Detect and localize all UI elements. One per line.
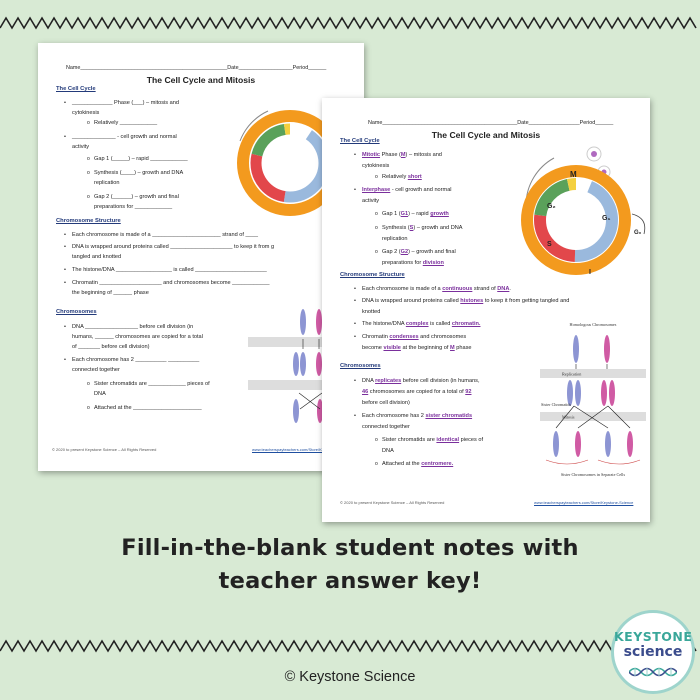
blank-line: Relatively ____________ <box>87 119 157 129</box>
blank-line: the beginning of ______ phase <box>72 290 149 296</box>
section-chromosome-structure: Chromosome Structure <box>56 218 121 224</box>
phase-label-m: M <box>570 170 577 179</box>
blank-line: Each chromosome is made of a ___________… <box>64 231 258 241</box>
blank-line: Gap 1 (_____) – rapid ____________ <box>87 155 188 165</box>
phase-label-s: S <box>547 241 552 248</box>
blank-line: ______________ - cell growth and normal <box>64 133 177 143</box>
blank-worksheet: Name____________________________________… <box>38 43 364 471</box>
blank-line: replication <box>94 180 120 186</box>
histones-line: DNA is wrapped around proteins called hi… <box>354 297 569 307</box>
phase-label-g1: G₁ <box>602 215 610 222</box>
replicates-line: DNA replicates before cell division (in … <box>354 377 480 387</box>
blank-line: DNA is wrapped around proteins called __… <box>64 243 274 253</box>
answer-key-worksheet: Name____________________________________… <box>322 98 650 522</box>
centromere-line: Attached at the centromere. <box>375 460 453 470</box>
label-mitosis: Mitosis <box>562 415 575 420</box>
zigzag-border-bottom <box>0 639 697 653</box>
gap2-line: Gap 2 (G2) – growth and final <box>375 248 456 258</box>
footer-copyright: © 2020 to present Keystone Science – All… <box>52 447 157 452</box>
blank-line: DNA _________________ before cell divisi… <box>64 323 193 333</box>
section-chromosome-structure: Chromosome Structure <box>340 272 405 278</box>
label-separate-cells: Sister Chromosomes in Separate Cells <box>561 472 626 477</box>
label-homologous-chromosomes: Homologous Chromosomes <box>570 322 617 327</box>
phase-label-g2: G₂ <box>547 203 556 210</box>
blank-line: of _______ before cell division) <box>72 344 150 350</box>
blank-line: tangled and knotted <box>72 254 122 260</box>
mitosis-diagram: Homologous Chromosomes Replication Siste… <box>540 322 646 477</box>
activity-line: activity <box>362 198 380 204</box>
mitotic-line: Mitotic Phase (M) – mitosis and <box>354 151 442 161</box>
connected-line: connected together <box>362 424 410 430</box>
visible-line: become visible at the beginning of M pha… <box>362 345 472 351</box>
phase-label-i: I <box>589 269 591 276</box>
logo-keystone-text: KEYSTONE <box>614 629 693 644</box>
cytokinesis-line: cytokinesis <box>362 163 390 169</box>
copyright-text: © Keystone Science <box>284 669 416 685</box>
phase-label-g0: G₀ <box>634 230 642 236</box>
blank-line: DNA <box>94 391 106 397</box>
blank-line: cytokinesis <box>72 110 100 116</box>
caption-line-2: teacher answer key! <box>218 568 482 594</box>
blank-line: connected together <box>72 367 120 373</box>
name-date-period-line: Name____________________________________… <box>368 120 614 126</box>
zigzag-border-top <box>0 16 697 30</box>
section-chromosomes: Chromosomes <box>56 309 97 315</box>
blank-line: Gap 2 (______) – growth and final <box>87 193 179 203</box>
blank-line: Attached at the ______________________ <box>87 404 202 414</box>
worksheet-title: The Cell Cycle and Mitosis <box>146 75 256 85</box>
blank-line: Each chromosome has 2 __________ _______… <box>64 356 199 366</box>
mitosis-diagram <box>248 309 364 423</box>
copied-line: 46 chromosomes are copied for a total of… <box>362 389 472 395</box>
blank-line: activity <box>72 144 90 150</box>
condenses-line: Chromatin condenses and chromosomes <box>354 333 466 343</box>
blank-line: Synthesis (____) – growth and DNA <box>87 169 183 179</box>
blank-line: The histone/DNA __________________ is ca… <box>64 266 267 276</box>
blank-line: humans, ______ chromosomes are copied fo… <box>72 334 203 340</box>
before-division-line: before cell division) <box>362 400 410 406</box>
gap1-line: Gap 1 (G1) – rapid growth <box>375 210 449 220</box>
label-replication: Replication <box>562 372 582 377</box>
sister-chromatids-line: Each chromosome has 2 sister chromatids <box>354 412 472 422</box>
replication-line: replication <box>382 236 408 242</box>
blank-line: preparations for ____________ <box>94 204 173 210</box>
section-cell-cycle: The Cell Cycle <box>340 138 380 144</box>
worksheet-title: The Cell Cycle and Mitosis <box>431 130 541 140</box>
relatively-line: Relatively short <box>375 173 422 183</box>
dna-helix-icon <box>629 667 677 677</box>
label-sister-chromatids: Sister Chromatids <box>541 402 571 407</box>
footer-store-link[interactable]: www.teacherspayteachers.com/Store/Keysto… <box>252 447 352 452</box>
interphase-line: Interphase - cell growth and normal <box>354 186 452 196</box>
identical-line: Sister chromatids are identical pieces o… <box>375 436 483 446</box>
cell-cycle-diagram: M G₂ G₁ G₀ S I <box>521 146 646 276</box>
footer-store-link[interactable]: www.teacherspayteachers.com/Store/Keysto… <box>534 500 634 505</box>
caption-line-1: Fill-in-the-blank student notes with <box>121 535 579 561</box>
dna-line: DNA <box>382 448 394 454</box>
footer-copyright: © 2020 to present Keystone Science – All… <box>340 500 445 505</box>
synthesis-line: Synthesis (S) – growth and DNA <box>375 224 462 234</box>
blank-line: _____________ Phase (___) – mitosis and <box>64 99 179 109</box>
knotted-line: knotted <box>362 309 381 315</box>
continuous-line: Each chromosome is made of a continuous … <box>354 285 511 295</box>
logo-science-text: science <box>623 644 683 660</box>
complex-line: The histone/DNA complex is called chroma… <box>354 320 481 330</box>
preparations-line: preparations for division <box>382 260 444 266</box>
keystone-science-logo: KEYSTONE science <box>611 610 695 694</box>
name-date-period-line: Name____________________________________… <box>66 65 327 71</box>
blank-line: Sister chromatids are ____________ piece… <box>87 380 210 390</box>
section-cell-cycle: The Cell Cycle <box>56 86 96 92</box>
section-chromosomes: Chromosomes <box>340 363 381 369</box>
blank-line: Chromatin ____________________ and chrom… <box>64 279 269 289</box>
